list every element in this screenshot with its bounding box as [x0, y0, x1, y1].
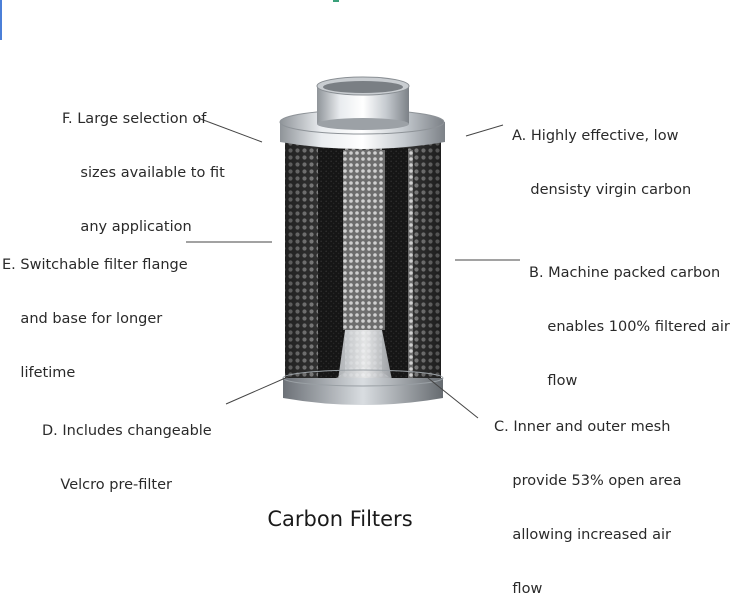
cutaway-section: [318, 148, 413, 395]
label-a-line-2: densisty virgin carbon: [512, 182, 692, 198]
label-d-line-2: Velcro pre-filter: [42, 477, 173, 493]
flange-collar: [316, 76, 410, 130]
label-c-line-3: allowing increased air: [494, 527, 671, 543]
leader-a: [465, 124, 504, 137]
label-a: A. Highly effective, low densisty virgin…: [512, 91, 691, 217]
label-f-line-2: sizes available to fit: [62, 165, 225, 181]
label-f: F. Large selection of sizes available to…: [62, 74, 225, 254]
leader-c: [427, 377, 479, 419]
label-e-line-1: E. Switchable filter flange: [2, 257, 188, 273]
label-d-line-1: D. Includes changeable: [42, 423, 212, 439]
label-f-line-3: any application: [62, 219, 192, 235]
diagram-title: Carbon Filters: [267, 507, 413, 531]
window-edge-accent: [0, 0, 2, 40]
label-e-line-3: lifetime: [2, 365, 76, 381]
label-c-line-1: C. Inner and outer mesh: [494, 419, 671, 435]
label-c: C. Inner and outer mesh provide 53% open…: [494, 382, 681, 616]
label-d: D. Includes changeable Velcro pre-filter: [42, 386, 212, 512]
label-a-line-1: A. Highly effective, low: [512, 128, 679, 144]
label-b-line-2: enables 100% filtered air: [529, 319, 730, 335]
base-flange: [282, 369, 444, 405]
label-e: E. Switchable filter flange and base for…: [2, 220, 188, 400]
label-b-line-1: B. Machine packed carbon: [529, 265, 721, 281]
leader-d: [225, 375, 291, 405]
label-f-line-1: F. Large selection of: [62, 111, 207, 127]
label-c-line-2: provide 53% open area: [494, 473, 682, 489]
label-b: B. Machine packed carbon enables 100% fi…: [529, 228, 730, 408]
carbon-filter-illustration: [186, 76, 520, 419]
label-b-line-3: flow: [529, 373, 578, 389]
leader-lines: [186, 117, 520, 419]
label-e-line-2: and base for longer: [2, 311, 163, 327]
leader-f: [197, 117, 263, 143]
top-edge-mark: [333, 0, 339, 2]
label-c-line-4: flow: [494, 581, 543, 597]
